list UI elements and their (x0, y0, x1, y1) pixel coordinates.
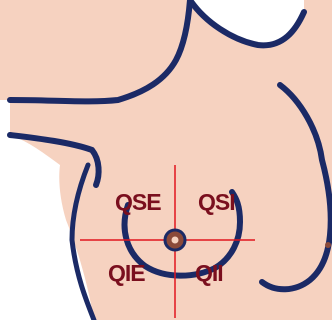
label-lower-inner: QII (195, 260, 223, 286)
nipple-center (172, 237, 179, 244)
label-upper-inner: QSI (198, 189, 235, 215)
label-upper-outer: QSE (115, 189, 161, 215)
right-nipple (325, 242, 331, 248)
label-lower-outer: QIE (108, 260, 145, 286)
